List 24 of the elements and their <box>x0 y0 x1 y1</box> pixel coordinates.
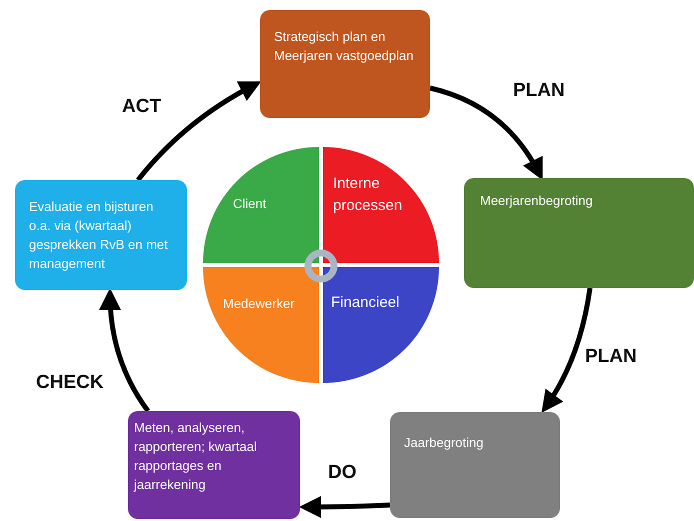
phase-label: CHECK <box>36 372 104 394</box>
arrow <box>429 86 543 180</box>
node-text: Evaluatie en bijsturen o.a. via (kwartaal) gesprekken RvB en met management <box>29 198 169 273</box>
node-text: Financieel <box>331 293 400 313</box>
arrow <box>299 496 390 518</box>
node-text: Meerjarenbegroting <box>480 192 594 210</box>
node-text: Meten, analyseren, rapporteren; kwartaal rapportages en jaarrekening <box>134 419 258 494</box>
node-text: Interne processen <box>333 174 404 216</box>
node-text: Medewerker <box>223 295 296 313</box>
phase-label: ACT <box>122 96 162 118</box>
phase-label: PLAN <box>585 346 637 368</box>
node-text: Strategisch plan en Meerjaren vastgoedplan <box>274 28 414 65</box>
node-text: Client <box>233 195 268 213</box>
arrow <box>136 81 262 182</box>
node-text: Jaarbegroting <box>404 434 484 452</box>
phase-label: PLAN <box>513 80 565 102</box>
arrow <box>542 288 592 413</box>
phase-label: DO <box>328 462 356 484</box>
process-box <box>15 180 187 290</box>
process-box <box>464 178 694 288</box>
process-box <box>260 10 430 118</box>
process-box <box>128 411 300 519</box>
arrow <box>99 288 150 412</box>
process-box <box>390 412 560 518</box>
